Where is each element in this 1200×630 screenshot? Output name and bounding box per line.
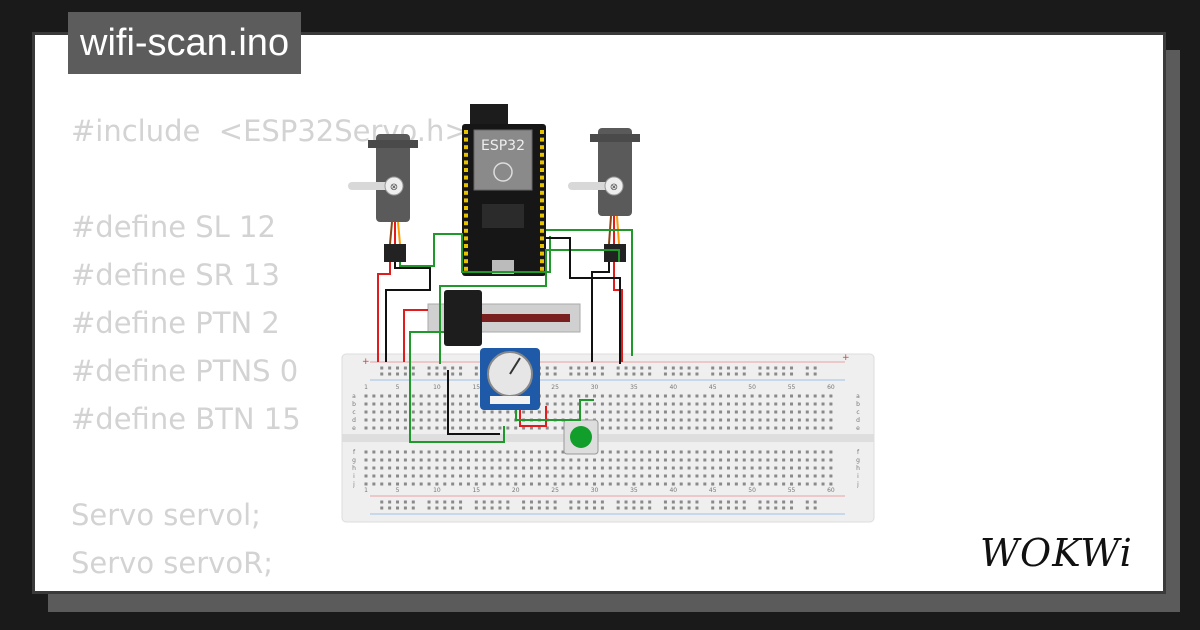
column-number: 55 xyxy=(788,487,796,494)
row-letter: f xyxy=(857,449,860,456)
column-number: 10 xyxy=(433,384,441,391)
rail-plus-label-right: + xyxy=(842,353,850,363)
row-letter: a xyxy=(352,393,356,400)
column-number: 40 xyxy=(669,487,677,494)
column-number: 5 xyxy=(396,487,400,494)
svg-text:⊗: ⊗ xyxy=(610,182,618,193)
column-number: 15 xyxy=(472,384,480,391)
column-number: 55 xyxy=(788,384,796,391)
column-number: 25 xyxy=(551,487,559,494)
wires xyxy=(377,229,633,443)
column-number: 60 xyxy=(827,487,835,494)
code-line: Servo servol; xyxy=(71,498,261,532)
column-number: 1 xyxy=(364,487,368,494)
column-number: 10 xyxy=(433,487,441,494)
code-line: #define SR 13 xyxy=(71,258,280,292)
rail-plus-label: + xyxy=(362,357,370,367)
code-line: #define BTN 15 xyxy=(71,402,301,436)
row-letter: d xyxy=(352,417,356,424)
esp32-board: ESP32 xyxy=(462,104,546,276)
file-name-tab[interactable]: wifi-scan.ino xyxy=(68,12,302,74)
row-letter: b xyxy=(352,401,356,408)
row-letter: i xyxy=(353,473,355,480)
slide-potentiometer xyxy=(427,290,581,346)
push-button xyxy=(563,419,599,455)
row-letter: e xyxy=(352,425,356,432)
code-line: bool a= false; xyxy=(71,587,469,591)
column-number: 30 xyxy=(591,487,599,494)
column-number: 45 xyxy=(709,384,717,391)
preview-card: #include <ESP32Servo.h> #define SL 12 #def… xyxy=(32,32,1166,594)
row-letter: c xyxy=(352,409,355,416)
servo-left: ⊗ xyxy=(348,134,418,262)
code-line: #define PTNS 0 xyxy=(71,354,299,388)
row-letter: b xyxy=(856,401,860,408)
column-number: 40 xyxy=(669,384,677,391)
row-letter: i xyxy=(857,473,859,480)
row-letter: e xyxy=(856,425,860,432)
column-number: 15 xyxy=(472,487,480,494)
esp32-label: ESP32 xyxy=(481,138,525,154)
row-letter: a xyxy=(856,393,860,400)
code-line: Servo servoR; xyxy=(71,546,273,580)
svg-text:⊗: ⊗ xyxy=(390,182,398,193)
wokwi-logo-text: WOKWi xyxy=(980,531,1133,575)
column-number: 45 xyxy=(709,487,717,494)
row-letter: j xyxy=(352,481,355,488)
code-line: #include <ESP32Servo.h> xyxy=(71,114,469,148)
row-letter: h xyxy=(856,465,860,472)
rotary-encoder xyxy=(480,348,540,410)
row-letter: c xyxy=(856,409,859,416)
servo-right: ⊗ xyxy=(568,128,640,262)
code-line: #define PTN 2 xyxy=(71,306,280,340)
row-letter: h xyxy=(352,465,356,472)
row-letter: g xyxy=(856,457,860,464)
column-number: 50 xyxy=(748,384,756,391)
column-number: 5 xyxy=(396,384,400,391)
code-line: #define SL 12 xyxy=(71,210,276,244)
column-number: 35 xyxy=(630,384,638,391)
espressif-logo-icon xyxy=(493,162,513,182)
code-editor-text: #include <ESP32Servo.h> #define SL 12 #def… xyxy=(71,107,469,591)
row-letter: d xyxy=(856,417,860,424)
column-number: 60 xyxy=(827,384,835,391)
row-letter: j xyxy=(856,481,859,488)
column-number: 20 xyxy=(512,487,520,494)
column-number: 50 xyxy=(748,487,756,494)
column-number: 35 xyxy=(630,487,638,494)
column-number: 25 xyxy=(551,384,559,391)
row-letter: g xyxy=(352,457,356,464)
column-number: 30 xyxy=(591,384,599,391)
column-number: 1 xyxy=(364,384,368,391)
wokwi-logo: WOKWi xyxy=(980,531,1133,575)
row-letter: f xyxy=(353,449,356,456)
esp32-pin-headers xyxy=(464,130,544,271)
